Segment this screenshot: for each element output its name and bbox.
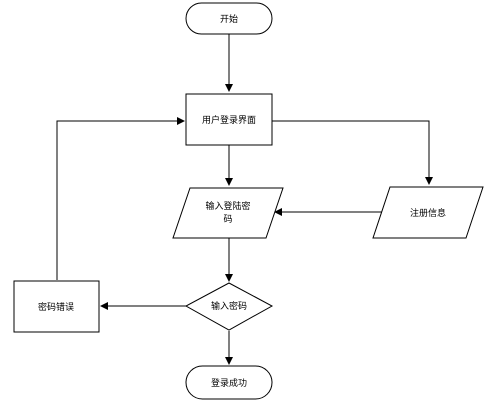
input-login-password-node: 输入登陆密 码 xyxy=(172,187,284,239)
login-success-label: 登录成功 xyxy=(211,377,247,389)
start-node: 开始 xyxy=(185,2,273,35)
register-info-label: 注册信息 xyxy=(410,207,446,219)
check-password-node: 输入密码 xyxy=(184,282,274,331)
register-info-node: 注册信息 xyxy=(372,186,484,239)
input-login-password-label-line2: 码 xyxy=(223,214,232,225)
login-ui-node: 用户登录界面 xyxy=(185,93,273,146)
check-password-label: 输入密码 xyxy=(211,300,247,312)
password-error-node: 密码错误 xyxy=(13,280,100,333)
login-ui-label: 用户登录界面 xyxy=(202,114,256,126)
arrow-login-to-register xyxy=(272,120,433,185)
password-error-label: 密码错误 xyxy=(38,301,74,313)
arrow-error-to-login xyxy=(56,117,185,280)
login-success-node: 登录成功 xyxy=(185,365,273,400)
start-label: 开始 xyxy=(220,13,238,25)
input-login-password-label-line1: 输入登陆密 xyxy=(205,200,250,212)
